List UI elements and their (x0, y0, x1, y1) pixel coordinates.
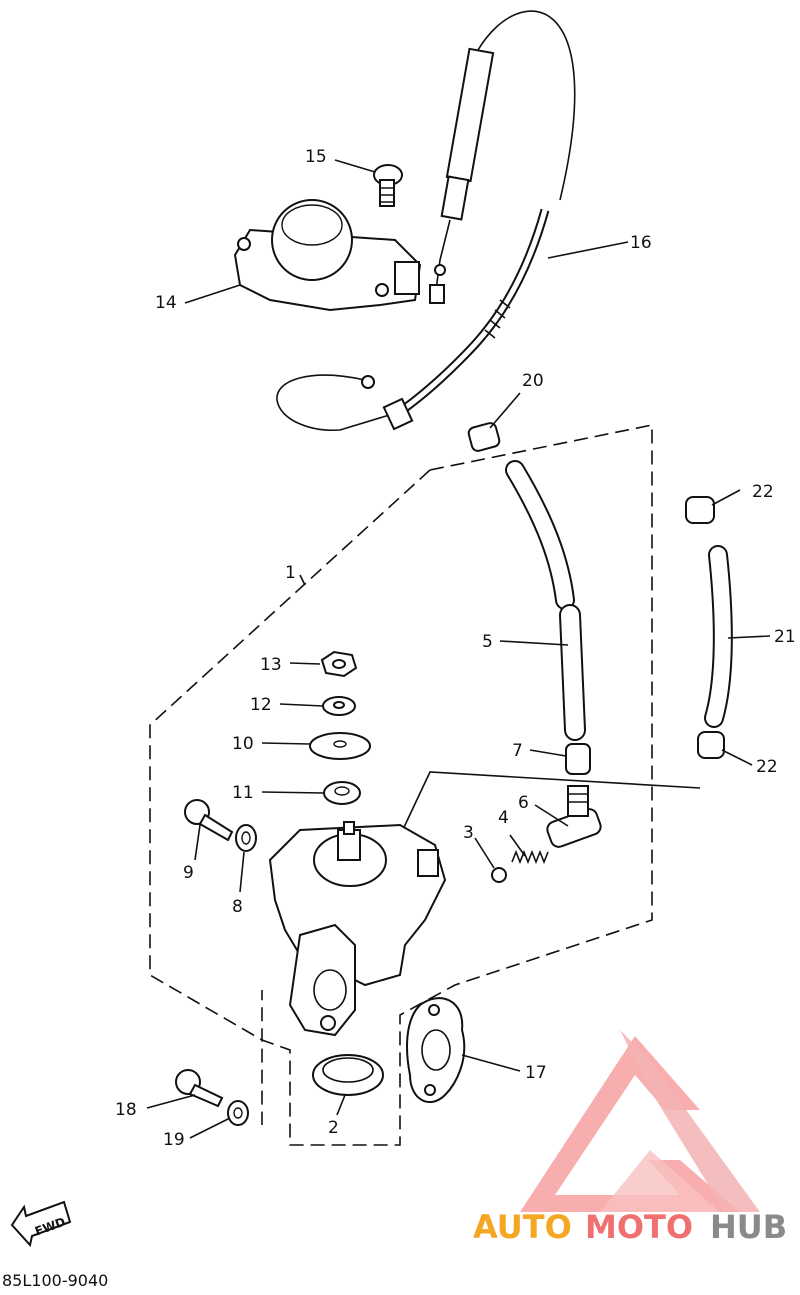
callout-18: 18 (115, 1100, 137, 1120)
pump-cover (233, 199, 422, 312)
bolt-18 (175, 1069, 224, 1108)
callout-16: 16 (630, 233, 652, 253)
callout-21: 21 (774, 627, 796, 647)
cable-adjuster (429, 47, 495, 304)
callout-13: 13 (260, 655, 282, 675)
callout-2: 2 (328, 1118, 339, 1138)
watermark-text-auto: AUTO (473, 1208, 572, 1246)
callout-17: 17 (525, 1063, 547, 1083)
diagram-code: 85L100-9040 (2, 1271, 108, 1290)
oil-seal-2 (312, 1054, 384, 1096)
bolt-9 (184, 799, 234, 842)
leader-pump-top (397, 771, 701, 841)
fwd-arrow-icon (10, 1200, 72, 1248)
callout-12: 12 (250, 695, 272, 715)
callout-4: 4 (498, 808, 509, 828)
oil-pump-body (268, 821, 447, 1037)
watermark-logo (520, 1030, 760, 1212)
elbow-fitting-6 (546, 785, 602, 848)
cover-screw (373, 164, 403, 207)
callout-7: 7 (512, 741, 523, 761)
callout-20: 20 (522, 371, 544, 391)
hose-clip-22-top (685, 496, 715, 524)
callout-9: 9 (183, 863, 194, 883)
assembly-boundary (149, 424, 653, 1146)
pump-cable (276, 10, 576, 431)
watermark-text-hub: HUB (710, 1208, 787, 1246)
hose-clip-22-bottom (697, 731, 725, 759)
callout-19: 19 (163, 1130, 185, 1150)
callout-22-bottom: 22 (756, 757, 778, 777)
callout-5: 5 (482, 632, 493, 652)
nut-13 (320, 650, 358, 678)
callout-3: 3 (463, 823, 474, 843)
callout-6: 6 (518, 793, 529, 813)
hose-clip-20 (467, 422, 501, 452)
gasket-17 (406, 997, 466, 1104)
callout-22-top: 22 (752, 482, 774, 502)
watermark-text-moto: MOTO (585, 1208, 693, 1246)
check-ball-3 (491, 867, 507, 883)
callout-14: 14 (155, 293, 177, 313)
callout-8: 8 (232, 897, 243, 917)
leader-lines (146, 159, 771, 1139)
hose-clip-7 (565, 743, 591, 775)
spring-4 (511, 849, 549, 865)
callout-11: 11 (232, 783, 254, 803)
callout-10: 10 (232, 734, 254, 754)
callout-15: 15 (305, 147, 327, 167)
callout-1: 1 (285, 563, 296, 583)
